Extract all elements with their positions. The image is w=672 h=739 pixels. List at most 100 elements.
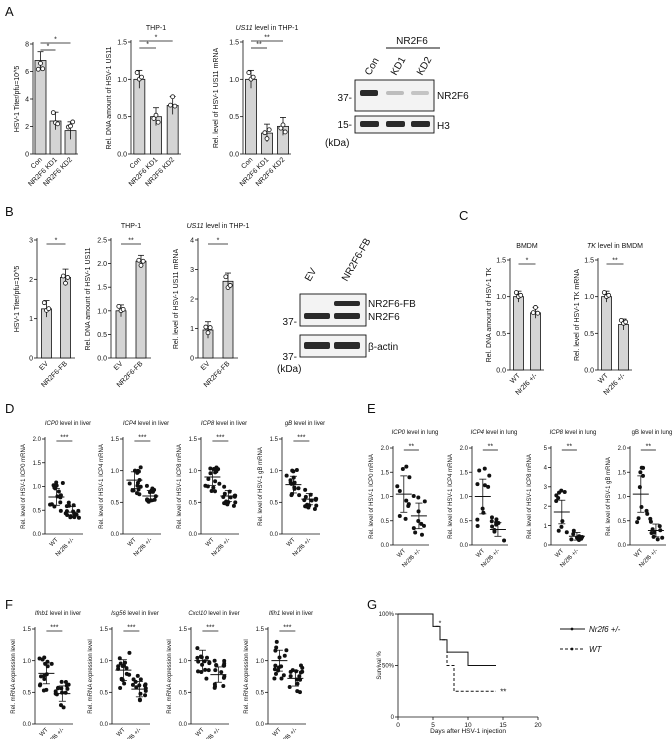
y-tick-label: 0.0 bbox=[256, 722, 265, 728]
chart-title-text: level in THP-1 bbox=[253, 25, 299, 32]
x-tick-label: WT bbox=[396, 548, 407, 559]
bar bbox=[135, 260, 147, 359]
data-point bbox=[296, 486, 301, 491]
bar bbox=[618, 324, 629, 371]
chart-title: ICP8 level in lung bbox=[550, 430, 597, 436]
chart-title: BMDM bbox=[516, 243, 538, 250]
data-point bbox=[76, 515, 81, 520]
data-point bbox=[490, 524, 495, 529]
y-tick-label: 1.0 bbox=[100, 659, 109, 665]
data-point bbox=[492, 529, 497, 534]
y-tick-label: 5 bbox=[544, 446, 548, 452]
data-point bbox=[287, 684, 292, 689]
y-tick-label: 0.5 bbox=[97, 332, 107, 339]
y-tick-label: 0.0 bbox=[460, 543, 469, 549]
y-tick-label: 1.0 bbox=[23, 659, 32, 665]
y-axis-label: Rel. level of HSV-1 gB mRNA bbox=[258, 447, 264, 526]
band-label: β-actin bbox=[368, 342, 398, 353]
data-point bbox=[64, 683, 69, 688]
y-tick-label: 1.0 bbox=[496, 294, 506, 301]
y-tick-label: 1 bbox=[544, 524, 548, 530]
legend-label: Nr2f6 +/- bbox=[589, 625, 621, 634]
data-point bbox=[288, 478, 293, 483]
data-point bbox=[204, 655, 209, 660]
x-tick-label: WT bbox=[475, 548, 486, 559]
chart-title: Isg56 level in liver bbox=[111, 611, 159, 617]
data-point bbox=[274, 645, 279, 650]
data-point bbox=[144, 483, 149, 488]
y-tick-label: 0.0 bbox=[229, 152, 239, 159]
data-point bbox=[152, 497, 157, 502]
y-tick-label: 0.0 bbox=[33, 532, 42, 538]
y-axis-label: Rel. level of HSV-1 ICP0 mRNA bbox=[21, 444, 27, 529]
data-point bbox=[217, 481, 222, 486]
data-point bbox=[556, 495, 561, 500]
chart-title-italic: ICP0 bbox=[392, 430, 406, 436]
data-point bbox=[207, 661, 212, 666]
data-point bbox=[134, 685, 139, 690]
data-point bbox=[655, 537, 660, 542]
lane-label: KD2 bbox=[415, 55, 434, 78]
data-point bbox=[562, 490, 567, 495]
chart-title-text: level in liver bbox=[48, 611, 81, 617]
data-point bbox=[127, 481, 132, 486]
data-point bbox=[137, 697, 142, 702]
data-point bbox=[421, 523, 426, 528]
chart-title-text: gB level in lung bbox=[632, 430, 672, 436]
data-point bbox=[422, 499, 427, 504]
data-point bbox=[222, 491, 227, 496]
data-point bbox=[641, 465, 646, 470]
band-label: NR2F6 bbox=[368, 312, 400, 323]
chart-title-italic: TK bbox=[587, 243, 596, 250]
y-tick-label: 0.5 bbox=[381, 519, 390, 525]
y-axis-label: HSV-1 Titer/pfu=10^5 bbox=[14, 266, 21, 333]
y-axis-label: Rel. level of HSV-1 US11 mRNA bbox=[173, 249, 180, 350]
y-tick-label: 1.0 bbox=[97, 308, 107, 315]
data-point bbox=[272, 667, 277, 672]
data-point bbox=[63, 690, 68, 695]
data-point bbox=[170, 94, 176, 100]
significance-marker: * bbox=[526, 258, 529, 265]
y-tick-label: 0.0 bbox=[381, 543, 390, 549]
chart-title-text: level in THP-1 bbox=[204, 223, 250, 230]
bar bbox=[133, 78, 146, 155]
data-point bbox=[208, 471, 213, 476]
y-tick-label: 3 bbox=[544, 485, 548, 491]
chart-title-italic: Ifnb1 bbox=[35, 611, 48, 617]
data-point bbox=[407, 475, 412, 480]
data-point bbox=[222, 484, 227, 489]
significance-marker: ** bbox=[612, 258, 618, 265]
data-point bbox=[138, 677, 143, 682]
x-tick-label: EV bbox=[38, 360, 50, 372]
chart-title: gB level in liver bbox=[285, 421, 325, 427]
data-point bbox=[42, 673, 47, 678]
data-point bbox=[304, 504, 309, 509]
data-point bbox=[63, 680, 68, 685]
y-tick-label: 0.5 bbox=[179, 691, 188, 697]
x-tick-label: EV bbox=[113, 360, 125, 372]
data-point bbox=[403, 516, 408, 521]
lane-label: KD1 bbox=[389, 55, 408, 78]
y-axis-label: Rel. mRNA expression level bbox=[244, 639, 250, 713]
x-tick-label: WT bbox=[116, 727, 127, 738]
x-tick-label: WT bbox=[272, 727, 283, 738]
significance-marker: * bbox=[47, 44, 50, 51]
bar bbox=[513, 296, 524, 371]
data-point bbox=[482, 466, 487, 471]
blot-membrane bbox=[299, 334, 367, 358]
chart-title: ICP4 level in liver bbox=[123, 421, 169, 427]
data-point bbox=[288, 674, 293, 679]
y-tick-label: 4 bbox=[544, 466, 548, 472]
significance-marker: * bbox=[54, 37, 57, 44]
data-point bbox=[494, 522, 499, 527]
significance-marker: *** bbox=[50, 625, 58, 632]
data-point bbox=[212, 658, 217, 663]
data-point bbox=[40, 657, 45, 662]
data-point bbox=[290, 668, 295, 673]
